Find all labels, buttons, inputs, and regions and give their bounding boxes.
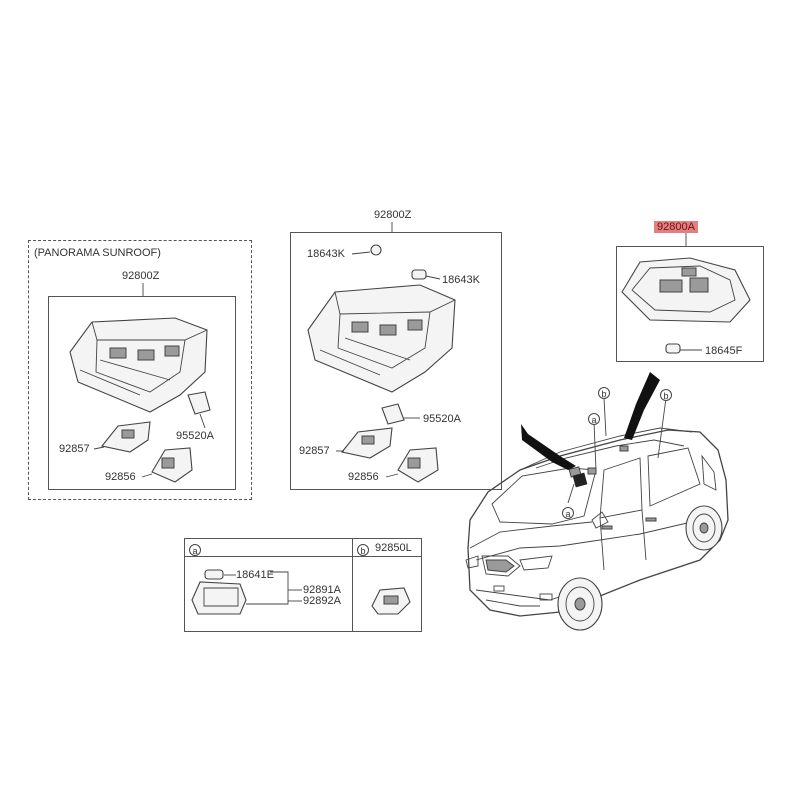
center-18643K-top-drawing: [351, 244, 382, 256]
center-assembly-label: 92800Z: [374, 209, 412, 221]
detail-table-frame: [184, 538, 422, 632]
left-inner-frame: [48, 296, 236, 490]
detail-a-part-18641E-label: 18641E: [236, 569, 274, 581]
detail-b-drawing: [371, 587, 411, 615]
left-95520A-drawing: [187, 391, 211, 429]
vehicle-marker-a-1: a: [588, 410, 600, 428]
arrow-a: [521, 424, 576, 470]
center-95520A-drawing: [381, 403, 420, 425]
detail-b-marker: b: [357, 541, 369, 559]
center-part-92856-label: 92856: [348, 471, 379, 483]
detail-a-marker-circle: a: [189, 544, 201, 556]
left-panel-frame: [28, 240, 252, 500]
center-92856-drawing: [385, 447, 439, 483]
left-assembly-drawing: [69, 283, 208, 413]
right-18645F-drawing: [665, 343, 702, 354]
left-assembly-label: 92800Z: [122, 270, 160, 282]
panorama-sunroof-label: (PANORAMA SUNROOF): [34, 247, 161, 259]
detail-table-header-divider: [184, 556, 422, 557]
vehicle-marker-b-1: b: [598, 384, 610, 402]
center-part-92857-label: 92857: [299, 445, 330, 457]
left-92857-drawing: [93, 421, 151, 453]
detail-a-drawing: [191, 569, 302, 615]
right-panel-frame: [616, 246, 764, 362]
vehicle-drawing: [465, 427, 729, 631]
left-part-95520A-label: 95520A: [176, 430, 214, 442]
left-part-92856-label: 92856: [105, 471, 136, 483]
detail-b-marker-circle: b: [357, 544, 369, 556]
right-assembly-drawing: [621, 232, 751, 323]
vehicle-marker-b-2: b: [660, 386, 672, 404]
center-assembly-drawing: [307, 222, 456, 393]
arrow-b: [624, 372, 660, 440]
center-part-18643K-bottom-label: 18643K: [442, 274, 480, 286]
center-part-95520A-label: 95520A: [423, 413, 461, 425]
left-part-92857-label: 92857: [59, 443, 90, 455]
vehicle-marker-a-2: a: [562, 504, 574, 522]
detail-a-part-92892A-label: 92892A: [303, 595, 341, 607]
right-assembly-label-highlighted: 92800A: [654, 221, 698, 233]
right-part-18645F-label: 18645F: [705, 345, 743, 357]
detail-b-part-label: 92850L: [375, 542, 412, 554]
center-18643K-bottom-drawing: [411, 269, 441, 280]
detail-table-column-divider: [352, 538, 353, 632]
center-part-18643K-top-label: 18643K: [307, 248, 345, 260]
center-92857-drawing: [336, 427, 393, 459]
detail-a-part-92891A-label: 92891A: [303, 584, 341, 596]
detail-a-marker: a: [189, 541, 201, 559]
center-panel-frame: [290, 232, 502, 490]
left-92856-drawing: [141, 447, 193, 483]
